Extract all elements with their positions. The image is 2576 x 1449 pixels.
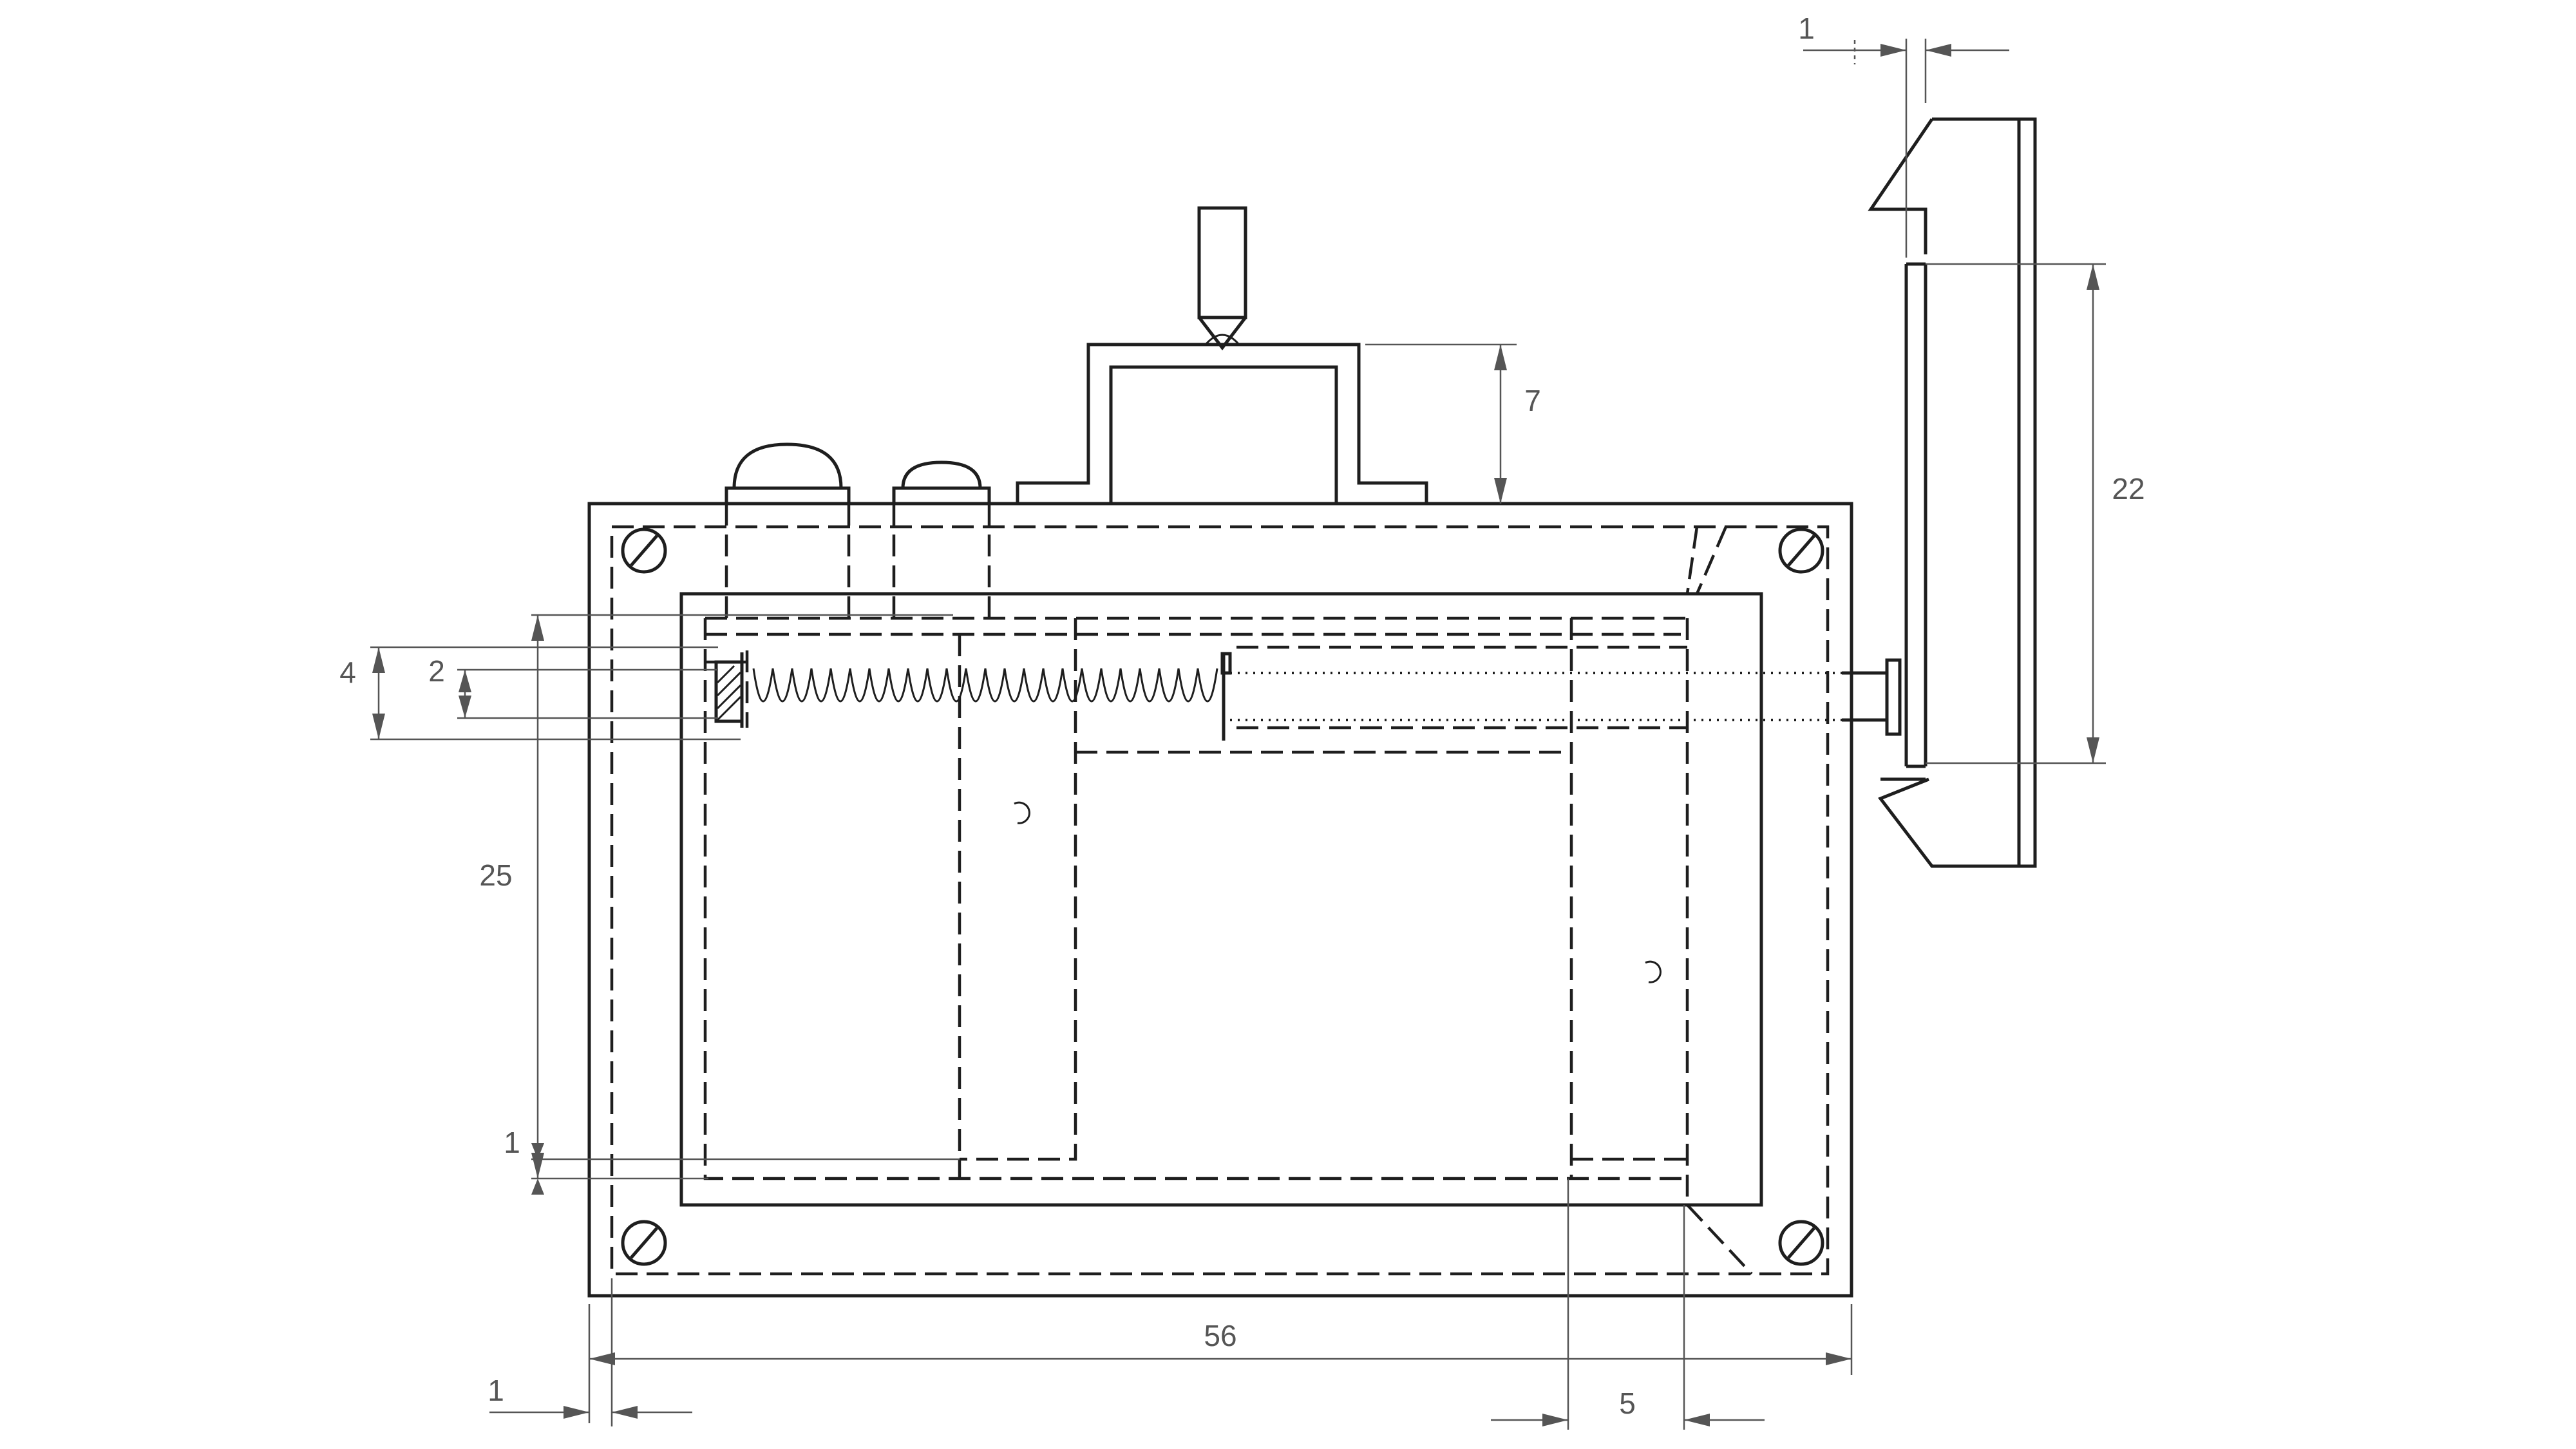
carry-handle bbox=[1016, 206, 1428, 504]
dim-label-right-offset: 5 bbox=[1619, 1387, 1636, 1420]
push-button-small bbox=[892, 460, 991, 618]
dimension-mechanism-height bbox=[531, 614, 953, 1180]
dimension-lid-opening bbox=[1926, 263, 2106, 764]
dim-label-spring-inner: 2 bbox=[428, 654, 445, 688]
dimension-handle-height bbox=[1365, 343, 1517, 504]
latch-rod bbox=[1230, 658, 1902, 736]
lid-side-view bbox=[1868, 117, 2037, 868]
dim-label-overall-width: 56 bbox=[1204, 1319, 1236, 1352]
box-body bbox=[587, 502, 1853, 1298]
screw-bottom-left bbox=[621, 1220, 667, 1266]
dimension-lid-thickness bbox=[1803, 39, 2009, 258]
latch-mechanism bbox=[703, 616, 1689, 1205]
push-button-large bbox=[724, 442, 851, 618]
dimension-spring-outer bbox=[370, 646, 741, 741]
dim-label-handle-height: 7 bbox=[1524, 384, 1541, 417]
dim-label-lid-thickness: 1 bbox=[1798, 12, 1815, 45]
screw-bottom-right bbox=[1778, 1220, 1824, 1266]
dimension-overall-width bbox=[588, 1304, 1853, 1423]
dimension-left-wall bbox=[489, 1278, 692, 1426]
dimension-spring-inner bbox=[457, 668, 718, 719]
dim-label-spring-outer: 4 bbox=[339, 656, 356, 689]
dimension-inner-gap bbox=[531, 1143, 960, 1195]
dimension-right-offset bbox=[1491, 1179, 1765, 1430]
screw-top-right bbox=[1778, 527, 1824, 574]
spring bbox=[714, 652, 1232, 741]
screw-top-left bbox=[621, 527, 667, 574]
dim-label-left-wall: 1 bbox=[488, 1374, 504, 1407]
dim-label-inner-gap: 1 bbox=[504, 1126, 520, 1159]
dim-label-lid-opening: 22 bbox=[2112, 472, 2145, 506]
dim-label-mechanism-height: 25 bbox=[479, 858, 512, 892]
